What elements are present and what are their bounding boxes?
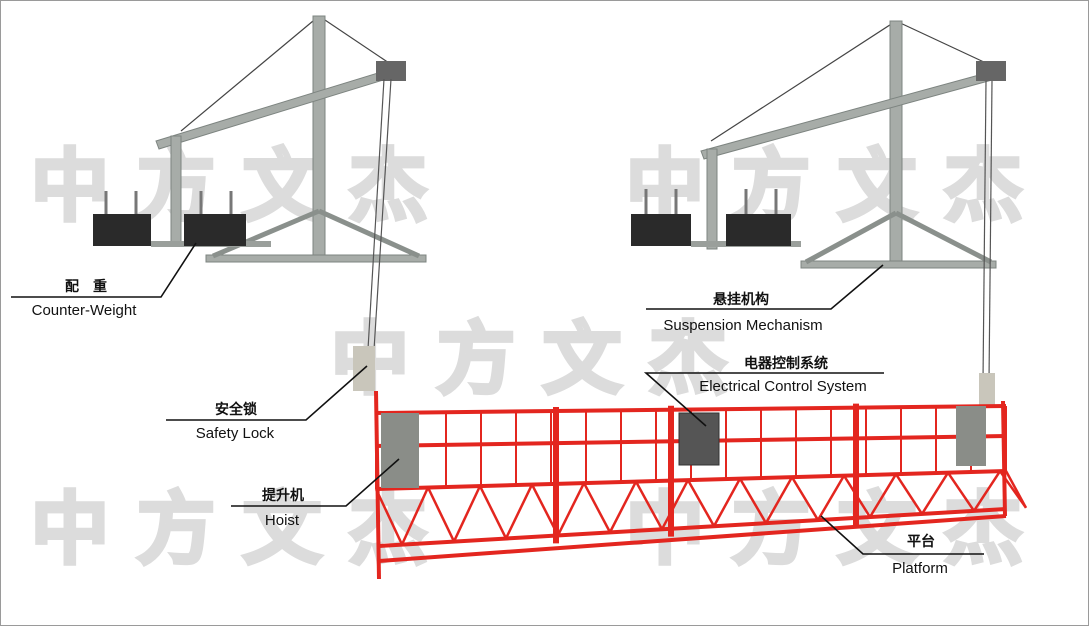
callout-suspension-mechanism: 悬挂机构 Suspension Mechanism [646,264,884,334]
truss-diagonal [582,482,612,533]
label-en: Counter-Weight [32,302,138,319]
truss-diagonal [660,479,690,530]
label-en: Electrical Control System [699,378,867,395]
truss-diagonal [764,476,794,524]
truss-diagonal [868,473,898,518]
truss-diagonal [738,477,768,524]
watermark: 中方文杰 [626,485,1050,575]
label-cn: 平台 [907,533,935,550]
truss-diagonal [400,486,430,545]
truss-diagonal [504,483,534,539]
counter-weight-block [631,214,691,246]
truss-diagonal [478,485,508,539]
callout-safety-lock: 安全锁 Safety Lock [166,365,368,442]
truss-diagonal [1004,470,1028,509]
label-en: Platform [892,560,948,577]
callout-platform: 平台 Platform [820,515,984,577]
truss-diagonal [712,478,742,527]
truss-diagonal [426,486,456,542]
counter-weight-block [726,214,791,246]
wire-ropes [366,78,993,382]
hoist-right [956,406,986,466]
platform [353,346,1028,580]
truss-diagonal [816,474,846,521]
truss-diagonal [790,476,820,521]
truss-diagonal [894,473,924,515]
truss-diagonal [946,471,976,512]
truss-diagonal [608,481,638,533]
counter-weight-block [93,214,151,246]
label-cn: 电器控制系统 [744,355,828,372]
truss-diagonal [530,483,560,536]
callout-hoist: 提升机 Hoist [231,458,400,529]
truss-diagonal [374,488,404,546]
truss-diagonal [920,471,950,515]
truss-diagonal [686,479,716,527]
truss-diagonal [452,485,482,542]
watermark: 中方文杰 [31,485,455,575]
label-cn: 悬挂机构 [712,291,769,308]
label-en: Safety Lock [196,425,275,442]
counter-weight-block [184,214,246,246]
label-cn: 配 重 [65,278,107,295]
watermarks: 中方文杰 中方文杰 中方文杰 中方文杰 中方文杰 [29,140,1050,577]
truss-diagonal [972,470,1002,512]
truss-diagonal [842,474,872,518]
electrical-control-box [678,412,720,466]
callout-electrical-control-system: 电器控制系统 Electrical Control System [643,355,884,427]
label-cn: 提升机 [262,487,304,504]
label-en: Suspension Mechanism [663,317,822,334]
truss-diagonal [556,482,586,536]
hoist-left [381,413,419,488]
watermark: 中方文杰 [331,315,755,405]
suspension-mechanism-right [631,20,1006,269]
callout-counter-weight: 配 重 Counter-Weight [11,242,197,319]
label-en: Hoist [265,512,300,529]
suspension-mechanism-left [93,15,427,263]
label-cn: 安全锁 [215,401,257,418]
safety-lock-right [979,373,995,408]
truss-diagonal [634,480,664,530]
